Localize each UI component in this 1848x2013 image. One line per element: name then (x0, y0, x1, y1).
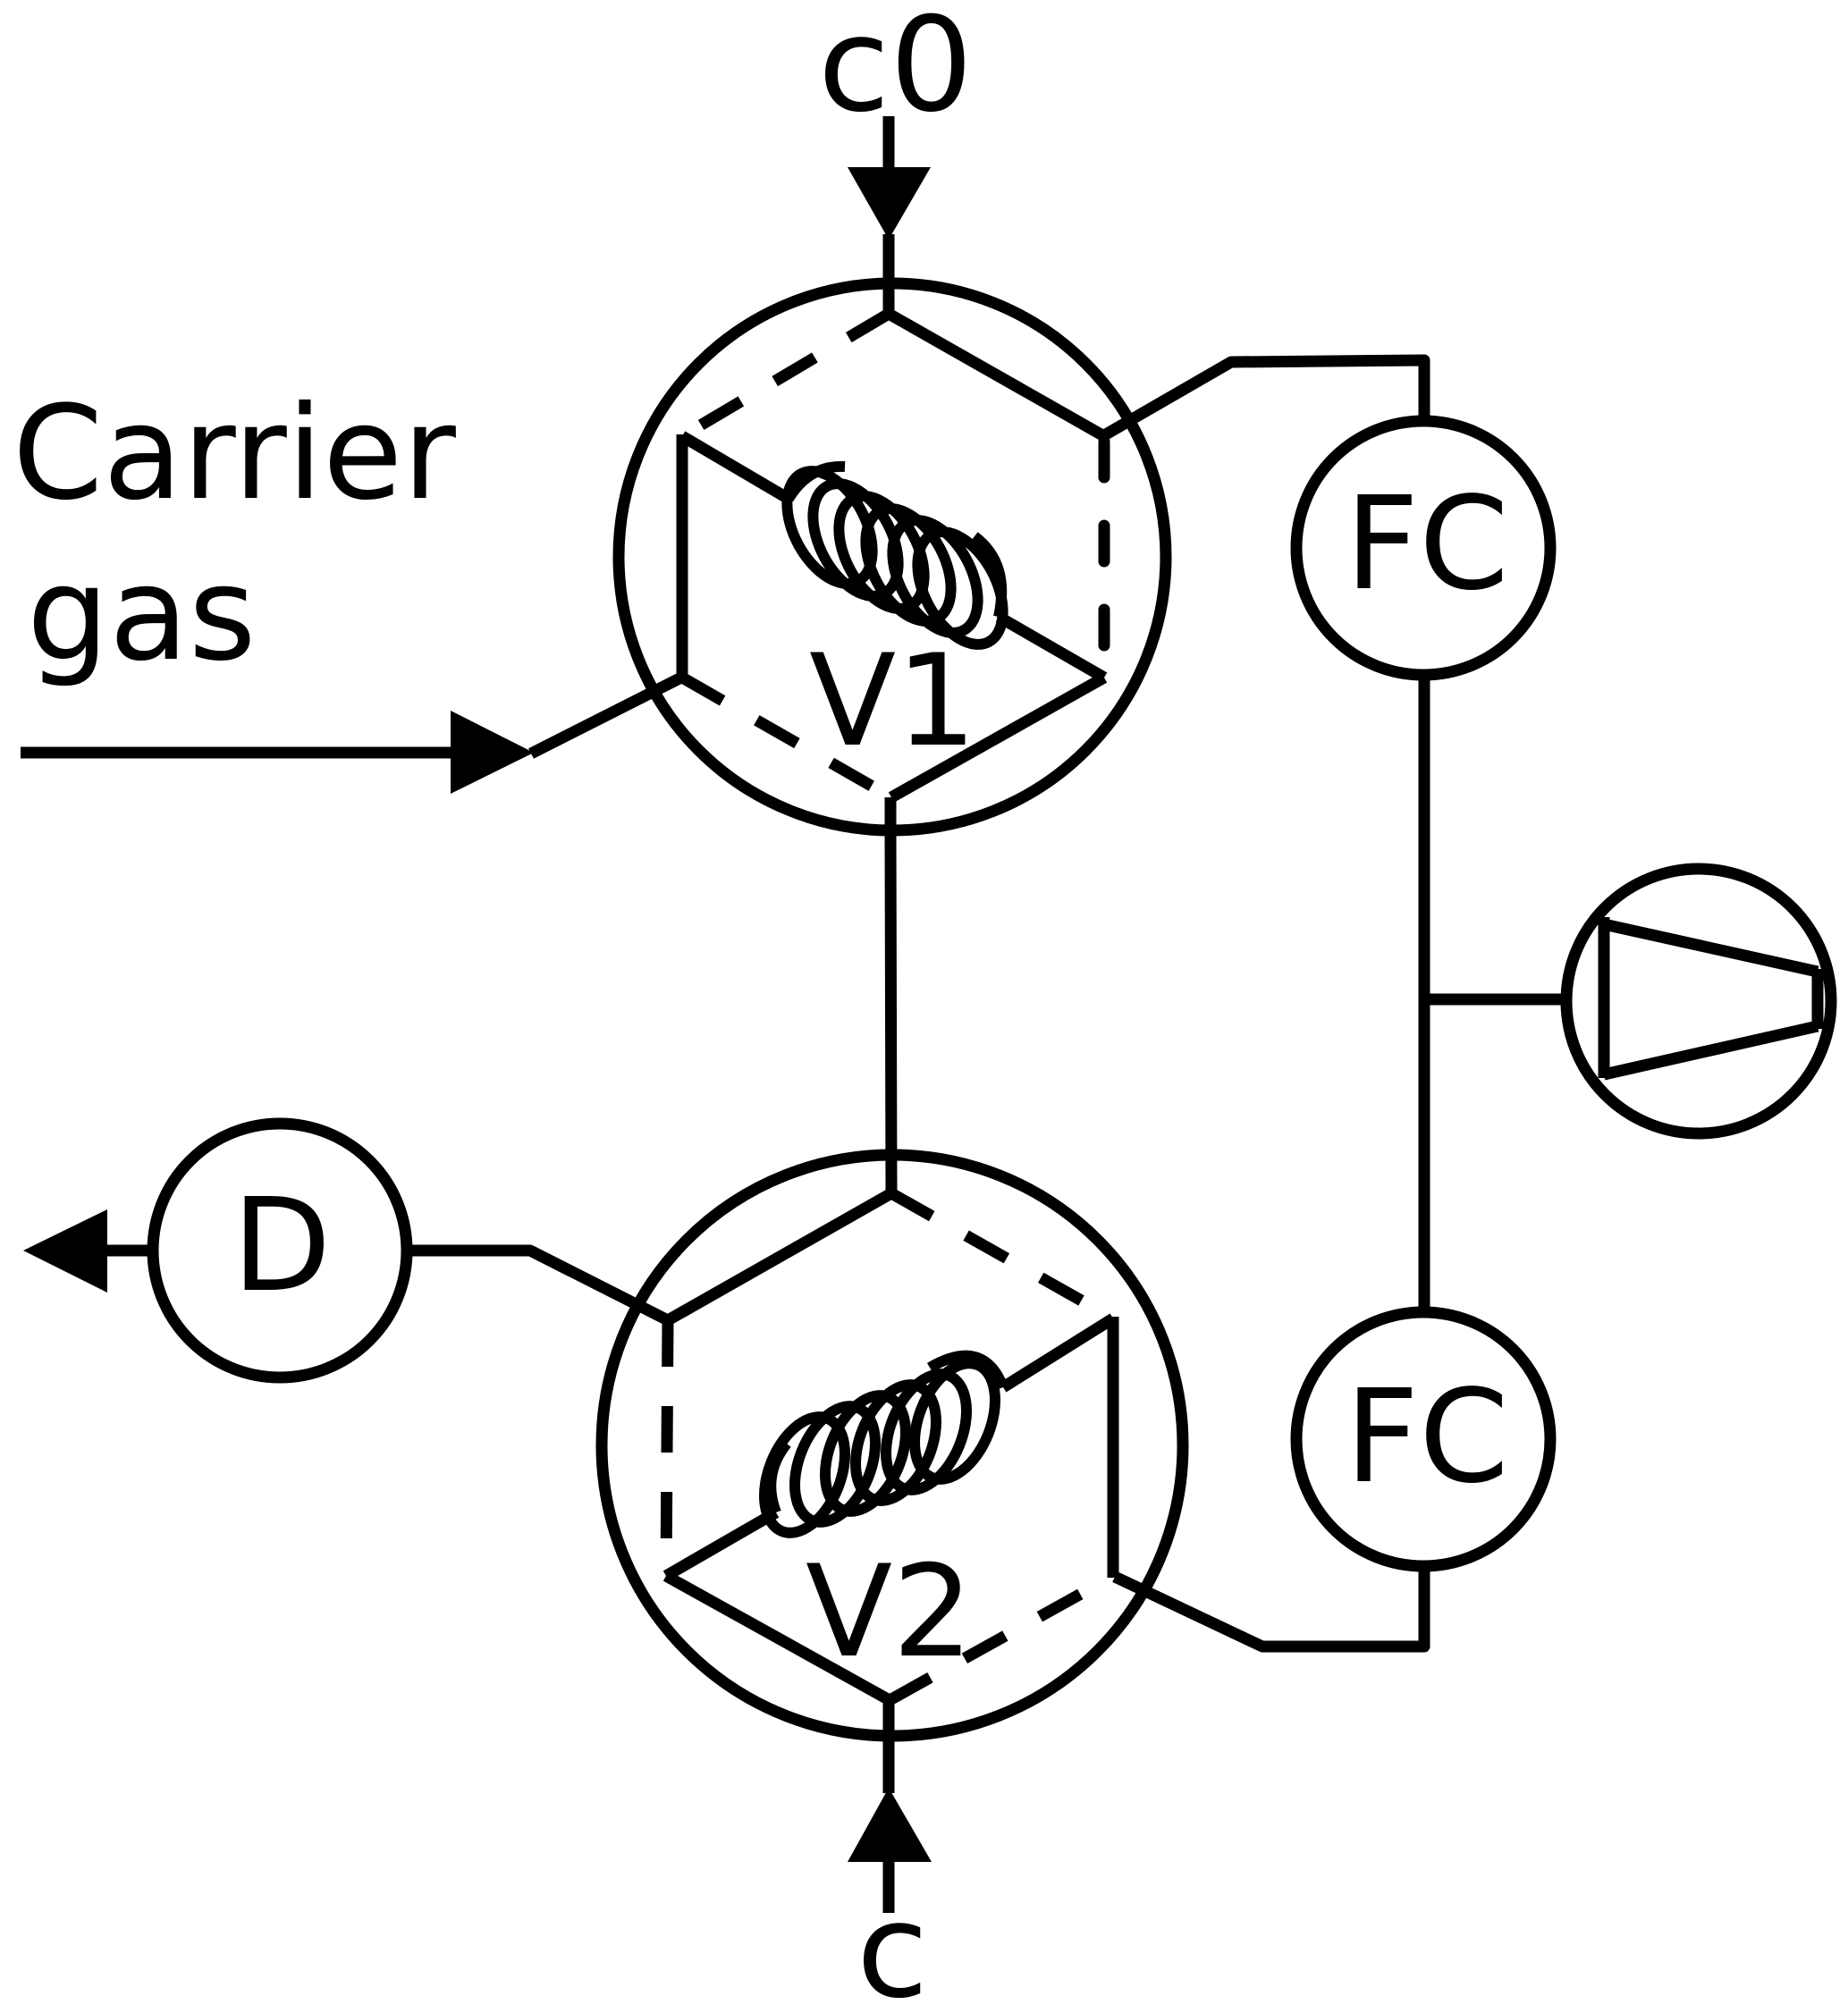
detector-label: D (232, 1170, 332, 1320)
valve-v1-label: V1 (809, 627, 976, 775)
inlet-c0-arrow (848, 116, 931, 315)
carrier-gas-label-line1: Carrier (13, 378, 456, 529)
carrier-gas-label-line2: gas (27, 539, 256, 690)
v1-to-v2-line (884, 830, 898, 1195)
carrier-gas-arrow (21, 671, 686, 794)
flow-controller-2: FC (1290, 1306, 1557, 1572)
arrowhead-up-icon (848, 1788, 932, 1862)
flow-controller-2-label: FC (1345, 1361, 1508, 1512)
valve-v1: V1 (612, 277, 1172, 837)
detector: D (147, 1117, 413, 1384)
arrowhead-left-icon (23, 1209, 107, 1293)
inlet-c-arrow (848, 1698, 932, 1913)
valve-v2: V2 (595, 1149, 1189, 1742)
v2-to-fc2-line (1112, 1566, 1430, 1653)
arrowhead-down-icon (848, 167, 931, 240)
vacuum-pump-icon (1560, 863, 1837, 1140)
valve-v2-sample-loop-coil (759, 1350, 1008, 1538)
valve-v1-sample-loop-coil (781, 460, 1008, 650)
flow-controller-1-label: FC (1345, 468, 1508, 619)
flow-controller-1: FC (1290, 415, 1557, 681)
inlet-c-label: c (856, 1875, 928, 2013)
arrowhead-right-icon (451, 711, 534, 794)
v1-to-fc1-line (1101, 354, 1430, 441)
valve-v2-label: V2 (806, 1538, 973, 1686)
inlet-c0-label: c0 (818, 0, 973, 141)
detector-outlet-arrow (23, 1209, 154, 1293)
v2-to-detector-line (407, 1244, 671, 1326)
